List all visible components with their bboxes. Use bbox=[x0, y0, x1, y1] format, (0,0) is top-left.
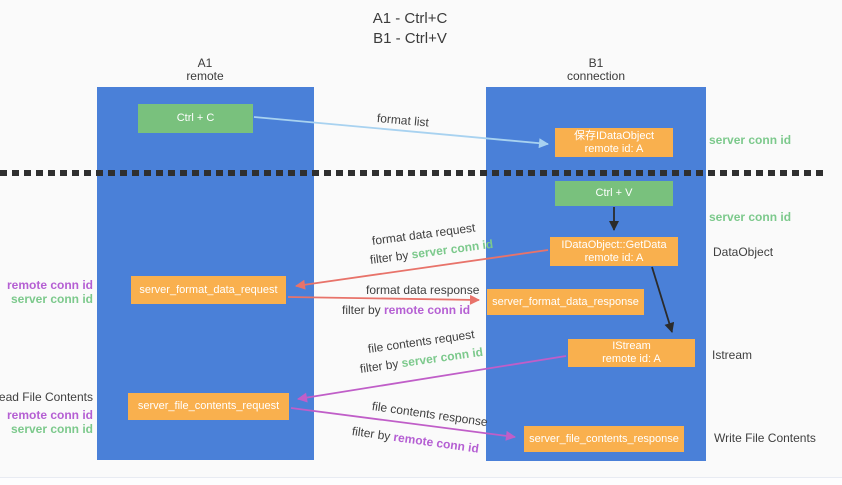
lane-header-a1: A1 remote bbox=[145, 57, 265, 83]
format-data-request-arrow bbox=[295, 249, 549, 290]
istream-side-label: Istream bbox=[712, 348, 753, 362]
server-conn-id-label-left-bottom: server conn id bbox=[10, 422, 93, 436]
lane-header-b1: B1 connection bbox=[536, 57, 656, 83]
ctrl-c-box: Ctrl + C bbox=[138, 104, 253, 133]
lane-b1-id: B1 bbox=[588, 56, 604, 70]
server-conn-id-label-right-top: server conn id bbox=[709, 133, 792, 147]
server-format-data-response-label: server_format_data_response bbox=[492, 295, 639, 308]
server-file-contents-response-label: server_file_contents_response bbox=[529, 432, 679, 445]
ctrl-c-label: Ctrl + C bbox=[176, 112, 215, 124]
istream-box: IStream remote id: A bbox=[568, 339, 695, 367]
save-idataobject-line2: remote id: A bbox=[584, 142, 644, 155]
remote-conn-id-key: remote conn id bbox=[384, 303, 471, 317]
save-idataobject-line1: 保存IDataObject bbox=[573, 129, 655, 142]
dataobject-label: DataObject bbox=[713, 245, 774, 259]
session-divider-dotted-line bbox=[0, 170, 824, 176]
server-format-data-request-label: server_format_data_request bbox=[139, 283, 278, 296]
server-conn-id-label-right-mid: server conn id bbox=[709, 210, 792, 224]
title-line-2: B1 - Ctrl+V bbox=[373, 30, 447, 47]
ctrl-v-label: Ctrl + V bbox=[595, 187, 633, 199]
server-file-contents-response-box: server_file_contents_response bbox=[524, 426, 684, 452]
file-contents-request-arrow bbox=[297, 355, 567, 403]
format-list-arrow bbox=[253, 116, 549, 149]
getdata-line2: remote id: A bbox=[584, 251, 644, 264]
format-data-response-filter-label: filter by remote conn id bbox=[342, 303, 470, 317]
lane-a1-role: remote bbox=[186, 69, 224, 83]
istream-line2: remote id: A bbox=[602, 353, 661, 365]
save-idataobject-box: 保存IDataObject remote id: A bbox=[555, 128, 673, 157]
server-file-contents-request-label: server_file_contents_request bbox=[137, 400, 280, 412]
remote-conn-id-label-left-top: remote conn id bbox=[6, 278, 93, 292]
server-format-data-request-box: server_format_data_request bbox=[131, 276, 286, 304]
getdata-to-istream-arrow bbox=[651, 266, 675, 333]
server-format-data-response-box: server_format_data_response bbox=[487, 289, 644, 315]
idataobject-getdata-box: IDataObject::GetData remote id: A bbox=[550, 237, 678, 266]
lane-a1-id: A1 bbox=[197, 56, 213, 70]
lane-b1-role: connection bbox=[566, 69, 626, 83]
read-file-contents-label: Read File Contents bbox=[0, 390, 93, 404]
diagram-title: A1 - Ctrl+C B1 - Ctrl+V bbox=[300, 9, 520, 49]
istream-line1: IStream bbox=[612, 340, 651, 352]
write-file-contents-label: Write File Contents bbox=[714, 431, 816, 445]
getdata-line1: IDataObject::GetData bbox=[561, 238, 667, 251]
ctrl-v-box: Ctrl + V bbox=[555, 181, 673, 206]
format-data-response-arrow bbox=[287, 294, 480, 305]
bottom-edge-line bbox=[0, 477, 842, 485]
server-file-contents-request-box: server_file_contents_request bbox=[128, 393, 289, 420]
title-line-1: A1 - Ctrl+C bbox=[372, 10, 448, 27]
filter-by-prefix: filter by bbox=[342, 303, 385, 317]
remote-conn-id-label-left-bottom: remote conn id bbox=[6, 408, 93, 422]
format-data-response-label: format data response bbox=[366, 283, 480, 297]
server-conn-id-label-left-top: server conn id bbox=[10, 292, 93, 306]
file-contents-response-arrow bbox=[290, 407, 516, 441]
